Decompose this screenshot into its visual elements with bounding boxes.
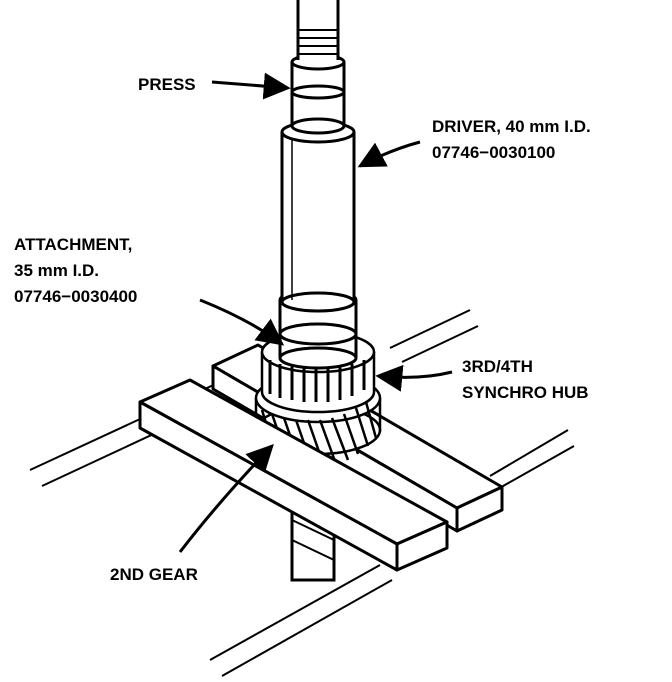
front-support-block (138, 378, 449, 572)
press-label: PRESS (138, 75, 196, 94)
press-arrow (211, 72, 291, 100)
driver-part-number: 07746−0030100 (432, 143, 555, 162)
press-ram (290, 0, 346, 135)
attachment-part-number: 07746−0030400 (14, 287, 137, 306)
second-gear-arrow (178, 444, 274, 553)
driver-arrow (357, 140, 421, 168)
driver-label-line1: DRIVER, 40 mm I.D. (432, 117, 591, 136)
attachment-label-line2: 35 mm I.D. (14, 261, 99, 280)
attachment-label-line1: ATTACHMENT, (14, 235, 132, 254)
driver (280, 120, 356, 313)
leader-arrows (178, 72, 453, 553)
second-gear-label: 2ND GEAR (110, 565, 198, 584)
synchro-hub-arrow (375, 364, 453, 392)
synchro-hub-label-line1: 3RD/4TH (462, 357, 533, 376)
attachment-arrow (199, 298, 285, 346)
synchro-hub-label-line2: SYNCHRO HUB (462, 383, 589, 402)
